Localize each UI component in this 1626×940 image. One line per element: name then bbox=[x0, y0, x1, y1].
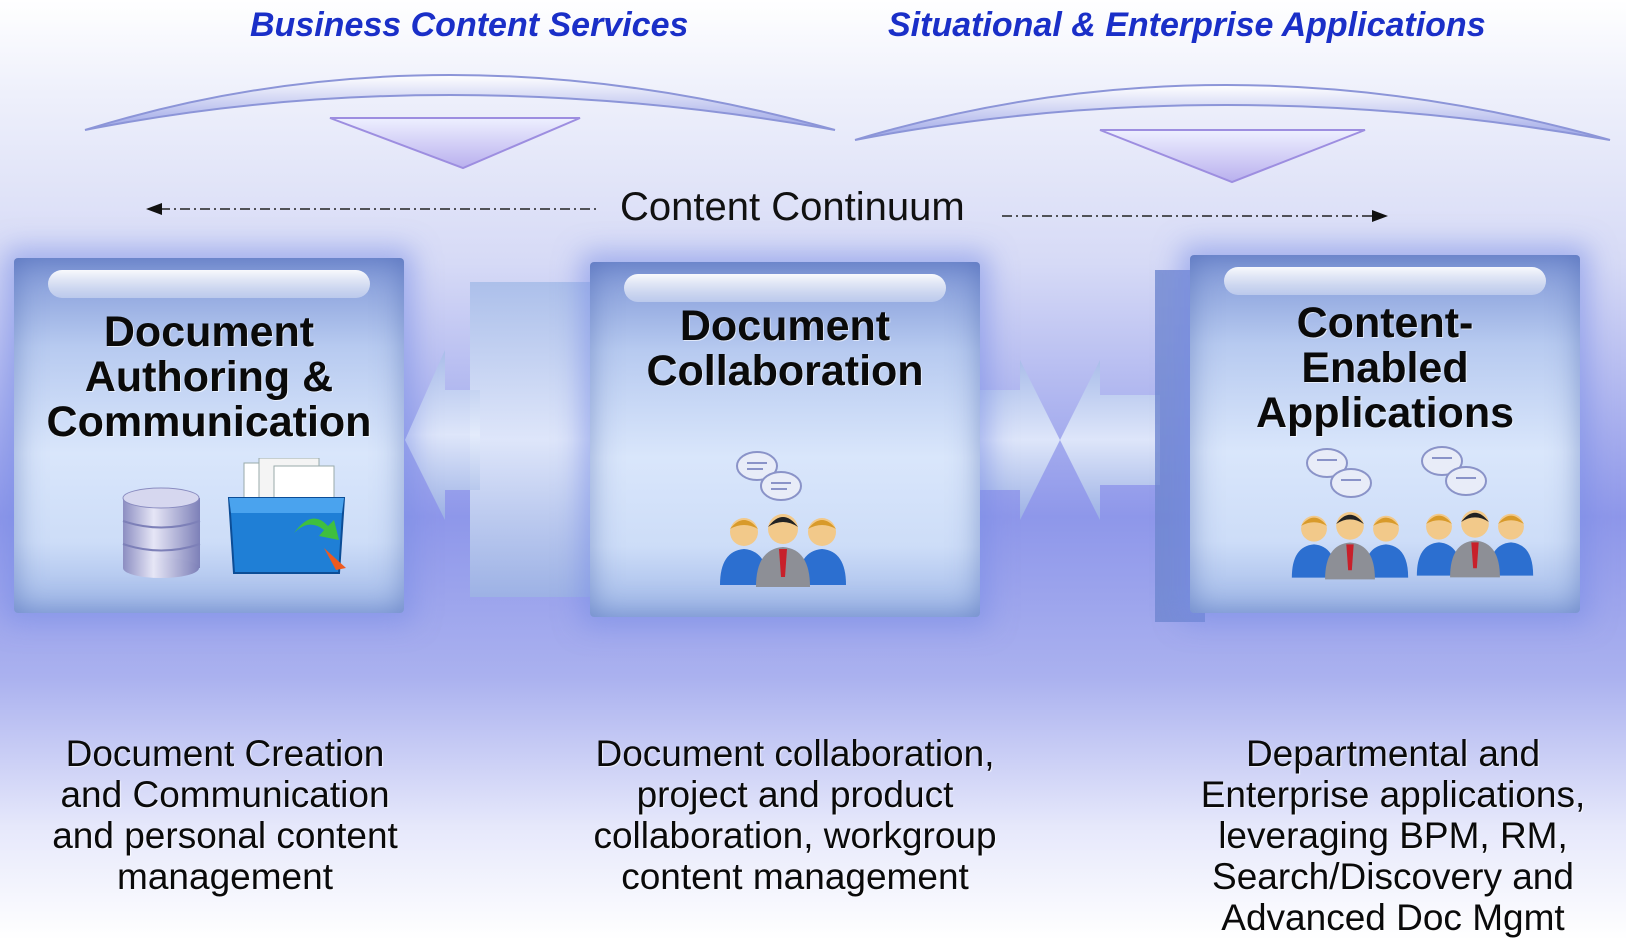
situational-enterprise-apps-title: Situational & Enterprise Applications bbox=[888, 6, 1486, 44]
people-group-icon bbox=[720, 514, 846, 587]
stage-description-applications: Departmental and Enterprise applications… bbox=[1200, 733, 1586, 938]
stage-title-applications: Content- Enabled Applications bbox=[1255, 299, 1515, 437]
right-arc bbox=[854, 84, 1611, 141]
left-down-arrow bbox=[329, 117, 581, 170]
box-gloss bbox=[48, 270, 370, 298]
chat-bubbles-icon bbox=[1306, 448, 1372, 498]
box-gloss bbox=[1224, 267, 1546, 295]
chat-bubbles-icon bbox=[736, 451, 802, 501]
people-group-icon bbox=[1416, 510, 1534, 578]
stage-description-collaboration: Document collaboration, project and prod… bbox=[593, 733, 997, 897]
right-down-arrow bbox=[1099, 129, 1366, 184]
business-content-services-title: Business Content Services bbox=[250, 6, 689, 44]
continuum-left-arrowhead bbox=[146, 203, 162, 215]
content-continuum-label: Content Continuum bbox=[620, 185, 965, 229]
stage-title-collaboration: Document Collaboration bbox=[646, 302, 924, 395]
stage-box-collaboration: Document Collaboration bbox=[590, 262, 980, 617]
continuum-right-arrowhead bbox=[1372, 210, 1388, 222]
stage-box-authoring: Document Authoring & Communication bbox=[14, 258, 404, 613]
left-arc bbox=[84, 74, 836, 131]
stage-title-authoring: Document Authoring & Communication bbox=[46, 308, 372, 446]
stage-box-applications: Content- Enabled Applications bbox=[1190, 255, 1580, 613]
connector-left-arrow bbox=[405, 350, 480, 520]
stage-description-authoring: Document Creation and Communication and … bbox=[52, 733, 398, 897]
connector-left-bar bbox=[470, 282, 600, 597]
file-folder-icon bbox=[227, 458, 346, 574]
database-icon bbox=[122, 487, 201, 578]
people-group-icon bbox=[1291, 512, 1409, 580]
connector-left-arrow-2 bbox=[1060, 360, 1160, 520]
box-gloss bbox=[624, 274, 946, 302]
connector-right-arrow bbox=[975, 360, 1060, 520]
chat-bubbles-icon bbox=[1421, 446, 1487, 496]
